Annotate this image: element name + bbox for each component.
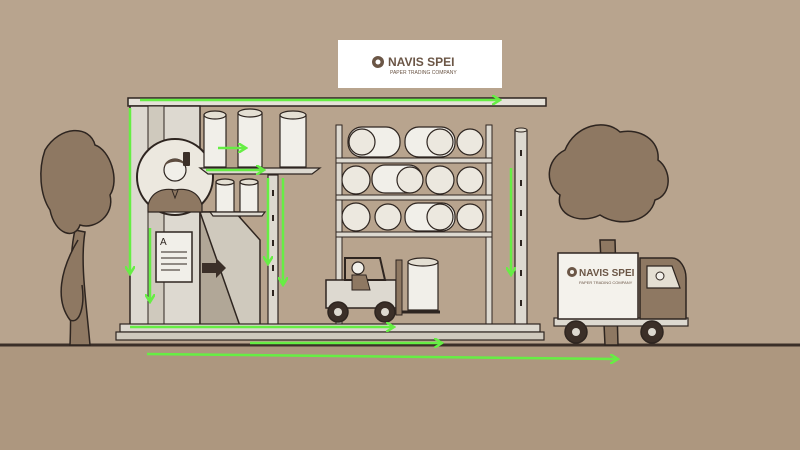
forklift-icon [326, 258, 440, 322]
sign-tagline: PAPER TRADING COMPANY [390, 70, 457, 76]
left-tree [41, 131, 114, 345]
ground [0, 345, 800, 450]
document: A [156, 232, 192, 282]
sign-brand: NAVIS SPEI [388, 55, 454, 69]
company-sign: NAVIS SPEI PAPER TRADING COMPANY [338, 40, 502, 88]
left-shelf [200, 109, 320, 216]
person-phone-icon [137, 139, 213, 215]
truck-icon: NAVIS SPEI PAPER TRADING COMPANY [554, 253, 688, 343]
truck-tagline: PAPER TRADING COMPANY [579, 280, 633, 285]
post-left [268, 175, 278, 325]
document-letter: A [160, 237, 167, 248]
post-right [515, 128, 527, 325]
truck-brand: NAVIS SPEI [579, 268, 635, 279]
